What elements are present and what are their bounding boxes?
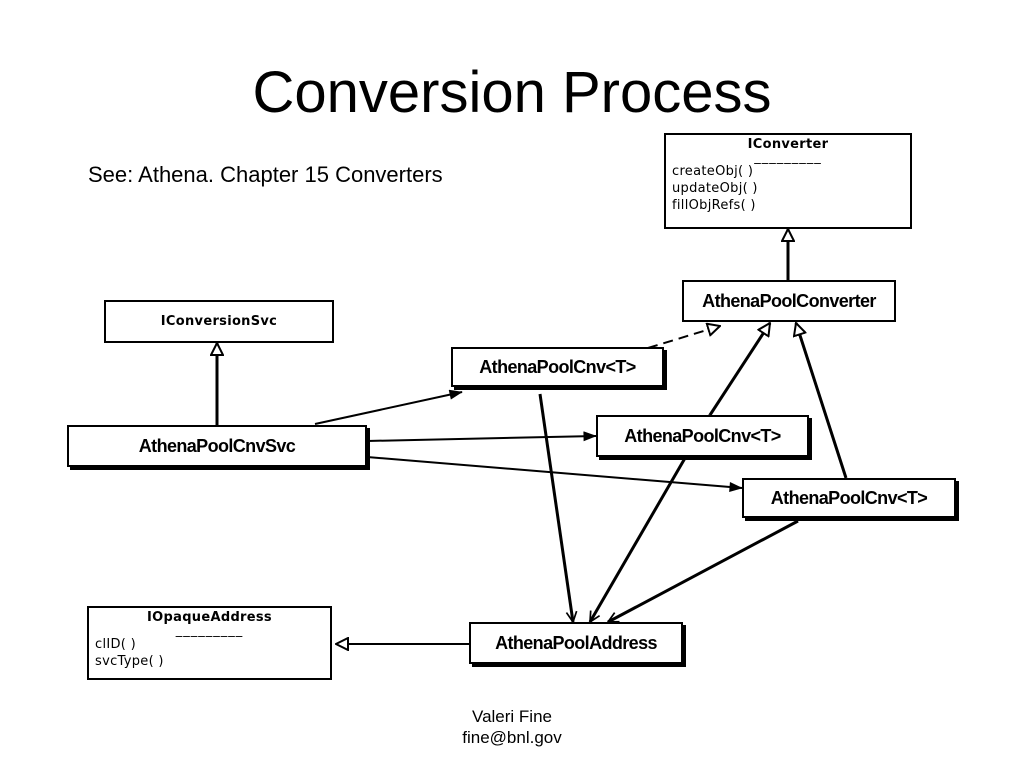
athena-pool-cnv-box-2: AthenaPoolCnv<T> [596,415,809,457]
iconversionsvc-name: IConversionSvc [160,314,278,329]
iconverter-op-fillobjrefs: fillObjRefs( ) [672,198,756,213]
iopaqueaddress-name: IOpaqueAddress [147,610,272,625]
iopaqueaddress-op-svctype: svcType( ) [95,654,164,669]
athena-pool-converter-box: AthenaPoolConverter [682,280,896,322]
athena-pool-cnv-svc-name: AthenaPoolCnvSvc [138,435,296,456]
assoc-svc-to-cnv3 [366,456,743,492]
slide-footer: Valeri Fine fine@bnl.gov [420,706,604,748]
iconverter-name: IConverter [747,137,829,152]
athena-pool-cnv-3-name: AthenaPoolCnv<T> [770,487,928,508]
inherit-cnv2-from-converter [708,323,772,416]
iopaqueaddress-separator: _________ [175,623,244,638]
footer-email: fine@bnl.gov [462,728,562,747]
slide-subtitle: See: Athena. Chapter 15 Converters [88,162,443,187]
athena-pool-cnv-svc-box: AthenaPoolCnvSvc [67,425,367,467]
iconversionsvc-interface-box: IConversionSvc [104,300,334,343]
iopaqueaddress-op-clid: clID( ) [95,637,136,652]
iopaqueaddress-interface-box: IOpaqueAddress _________ clID( ) svcType… [87,606,332,680]
iconverter-interface-box: IConverter _________ createObj( ) update… [664,133,912,229]
iconverter-op-updateobj: updateObj( ) [672,181,758,196]
assoc-cnv1-to-address [538,393,573,622]
iconverter-op-createobj: createObj( ) [672,164,754,179]
assoc-cnv3-to-address [608,519,799,624]
athena-pool-converter-name: AthenaPoolConverter [702,290,876,311]
athena-pool-cnv-1-name: AthenaPoolCnv<T> [479,356,636,377]
assoc-svc-to-cnv1 [314,389,463,425]
footer-author: Valeri Fine [472,707,552,726]
athena-pool-cnv-box-1: AthenaPoolCnv<T> [451,347,664,387]
athena-pool-cnv-box-3: AthenaPoolCnv<T> [742,478,956,518]
inherit-cnv3-from-converter [796,323,848,479]
athena-pool-address-name: AthenaPoolAddress [495,632,657,653]
assoc-svc-to-cnv2 [366,431,597,442]
inherit-cnv1-from-converter [647,326,720,349]
athena-pool-cnv-2-name: AthenaPoolCnv<T> [624,425,781,446]
athena-pool-address-box: AthenaPoolAddress [469,622,683,664]
iconverter-separator: _________ [754,150,822,165]
slide-title: Conversion Process [252,60,772,125]
